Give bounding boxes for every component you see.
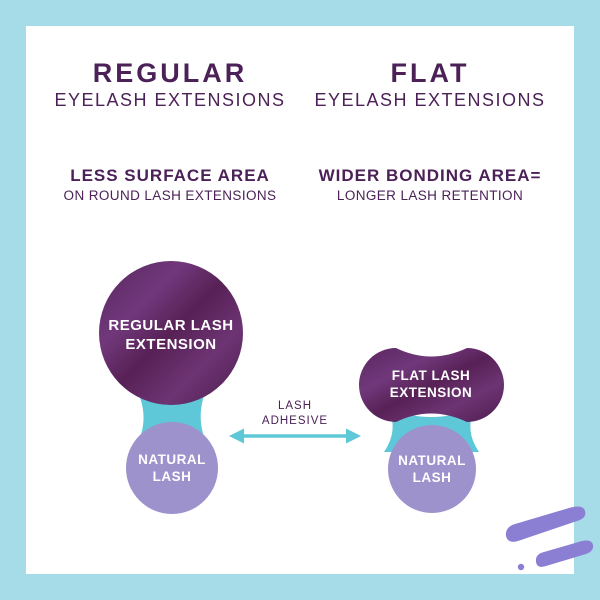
header-right-subtitle: EYELASH EXTENSIONS [314,90,546,110]
right-natural-lash-label: NATURAL LASH [382,453,482,487]
adhesive-label-line1: LASH [277,400,313,412]
flat-extension-label: FLAT LASH EXTENSION [371,368,491,402]
feature-left-headline: LESS SURFACE AREA [70,166,270,185]
left-natural-lash-label: NATURAL LASH [122,452,222,486]
regular-extension-label: REGULAR LASH EXTENSION [91,317,251,355]
regular-extension-label-line1: REGULAR LASH [108,317,234,334]
adhesive-label: LASH ADHESIVE [245,399,345,429]
flat-extension-label-line1: FLAT LASH [391,368,471,383]
feature-right-detail: LONGER LASH RETENTION [336,188,524,203]
feature-left-detail: ON ROUND LASH EXTENSIONS [63,188,277,203]
flat-extension-shape [359,348,504,422]
adhesive-arrow-icon [229,428,361,444]
right-natural-lash-line2: LASH [412,469,452,485]
header-left-subtitle: EYELASH EXTENSIONS [54,90,286,110]
header-right-title: FLAT [390,58,470,88]
flat-extension-label-line2: EXTENSION [389,384,473,400]
brush-strokes-icon [505,506,594,571]
regular-extension-circle [99,261,243,405]
left-natural-lash-circle [126,422,218,514]
feature-right-headline: WIDER BONDING AREA= [318,166,542,185]
right-natural-lash-line1: NATURAL [398,453,466,468]
adhesive-label-line2: ADHESIVE [261,414,329,427]
regular-extension-label-line2: EXTENSION [125,335,217,353]
left-natural-lash-line1: NATURAL [138,452,206,467]
header-left-title: REGULAR [92,58,248,88]
left-natural-lash-line2: LASH [152,468,192,484]
right-natural-lash-circle [388,425,476,513]
